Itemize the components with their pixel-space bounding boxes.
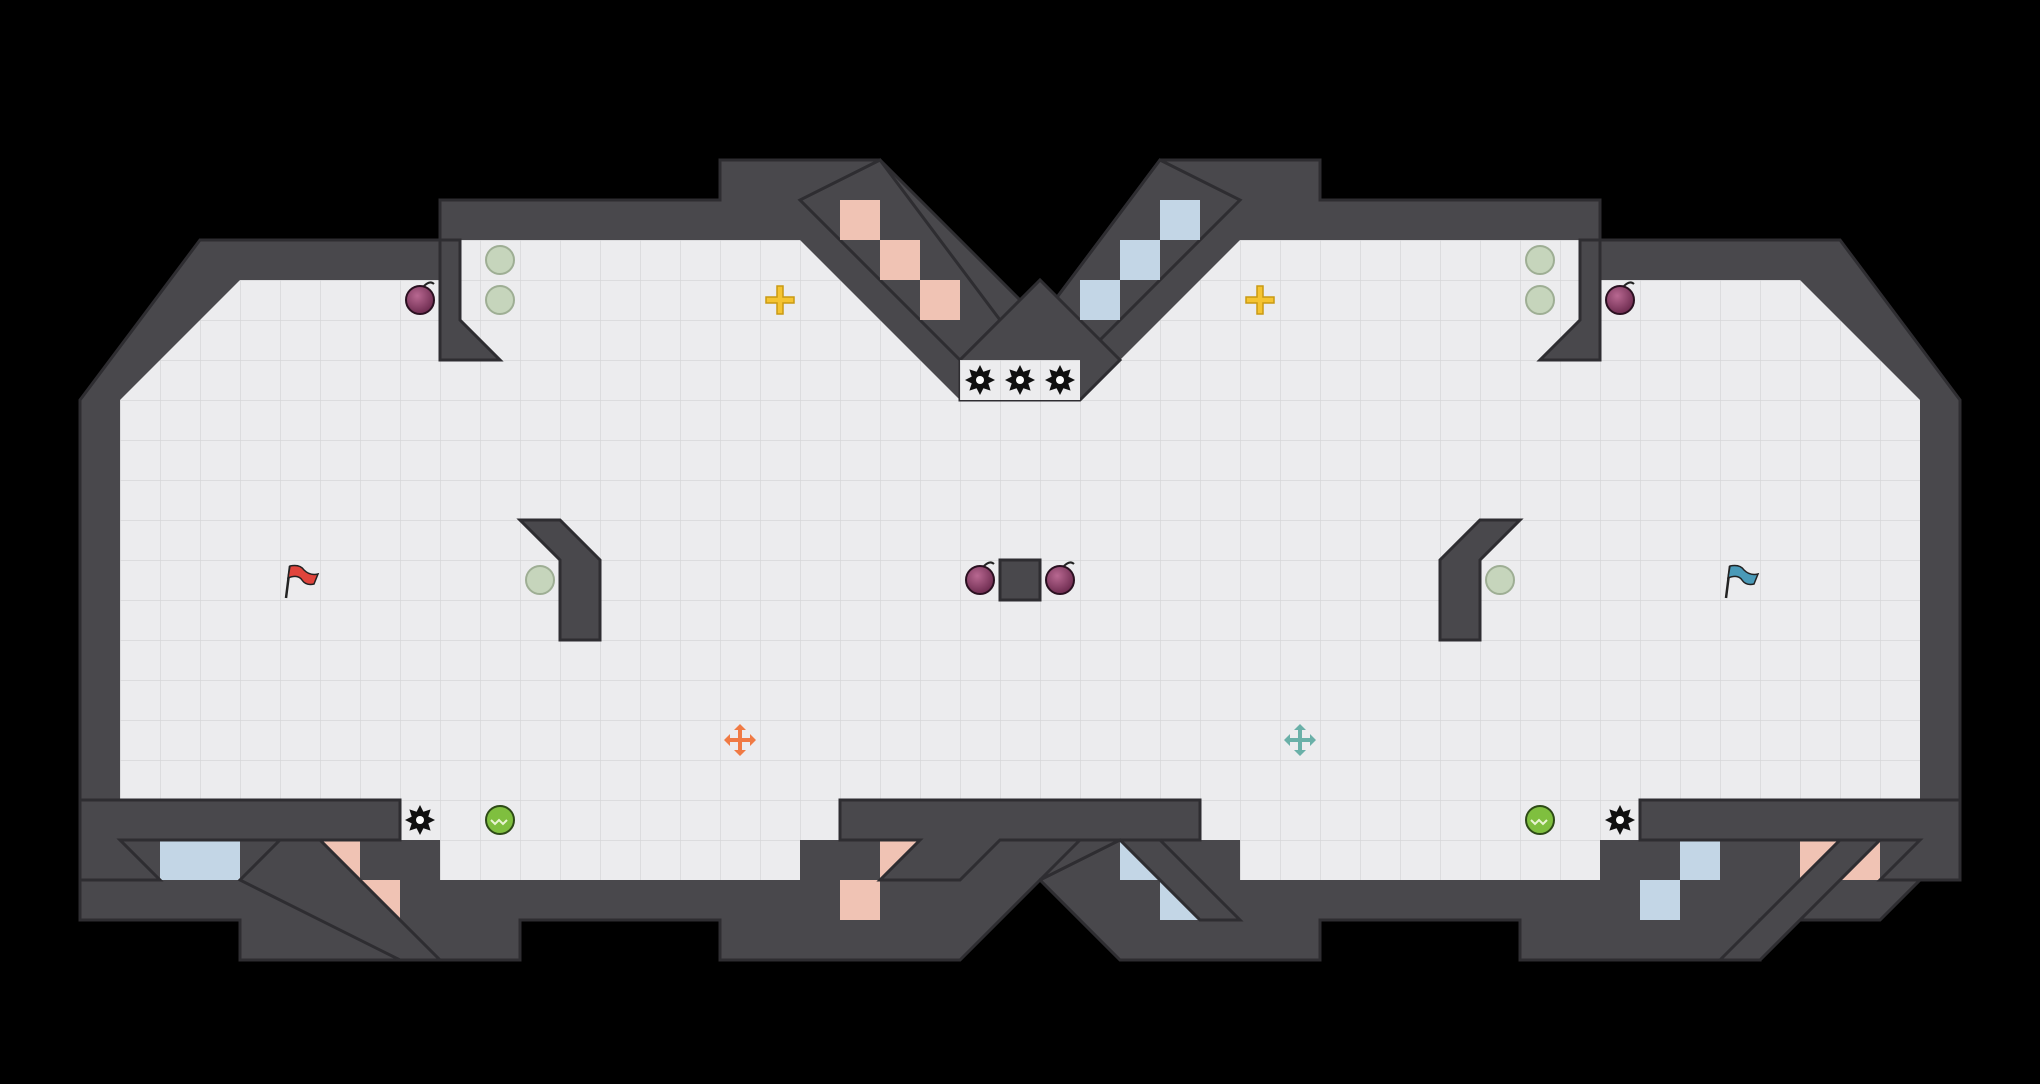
team-tiles bbox=[160, 200, 1880, 920]
spike-icon bbox=[965, 365, 995, 395]
spike-icon bbox=[1605, 805, 1635, 835]
obstacles bbox=[516, 518, 1524, 642]
button-icon bbox=[485, 245, 515, 275]
button-icon bbox=[1485, 565, 1515, 595]
spike-icon bbox=[405, 805, 435, 835]
boost-icon bbox=[485, 805, 515, 835]
button-icon bbox=[485, 285, 515, 315]
bomb-icon bbox=[405, 281, 435, 315]
bomb-icon bbox=[965, 561, 995, 595]
powerup-icon bbox=[1245, 285, 1275, 315]
button-icon bbox=[525, 565, 555, 595]
button-icon bbox=[1525, 245, 1555, 275]
red-speedpad-icon bbox=[724, 724, 756, 756]
bottom-walls bbox=[78, 798, 1962, 962]
button-icon bbox=[1525, 285, 1555, 315]
bomb-icon bbox=[1045, 561, 1075, 595]
powerup-icon bbox=[765, 285, 795, 315]
bomb-icon bbox=[1605, 281, 1635, 315]
boost-icon bbox=[1525, 805, 1555, 835]
spike-icon bbox=[1045, 365, 1075, 395]
spike-icon bbox=[1005, 365, 1035, 395]
blue-flag-icon bbox=[1724, 564, 1760, 599]
red-flag-icon bbox=[284, 564, 320, 599]
blue-speedpad-icon bbox=[1284, 724, 1316, 756]
